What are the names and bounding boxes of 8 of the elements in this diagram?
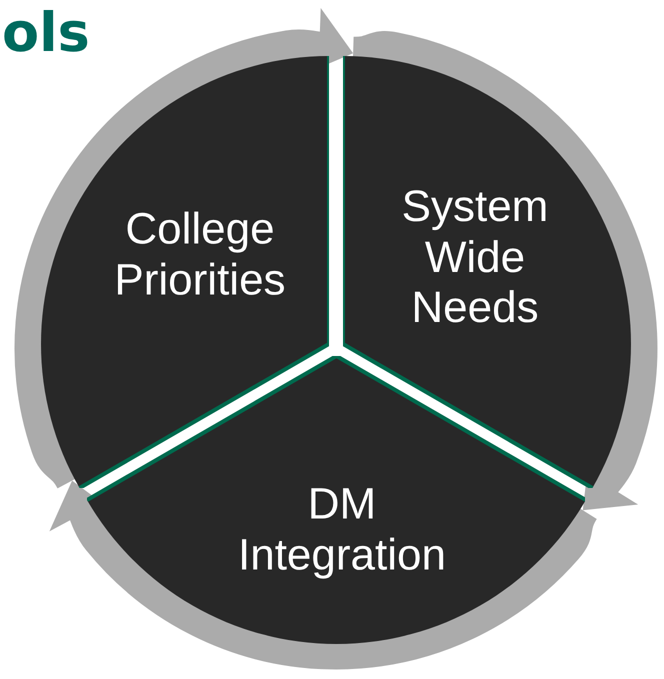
pie-sector <box>41 56 330 488</box>
pie-sector <box>86 356 586 644</box>
sector-label: College Priorities <box>113 204 287 306</box>
sector-label: DM Integration <box>237 479 447 581</box>
cycle-arrow <box>14 7 354 490</box>
title: ols <box>2 6 90 60</box>
pie-sector <box>342 56 631 488</box>
sector-label: System Wide Needs <box>400 182 550 334</box>
